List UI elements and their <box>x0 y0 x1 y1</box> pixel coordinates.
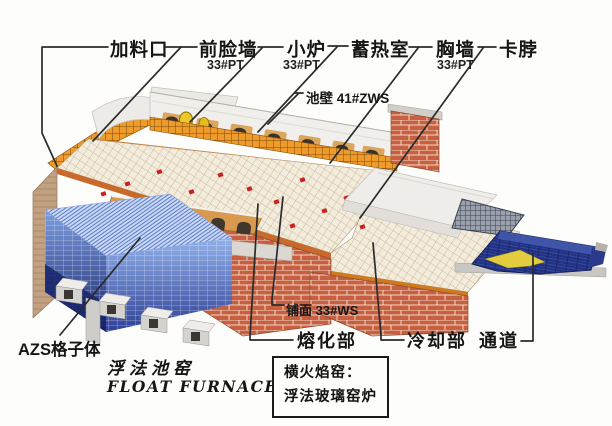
callout-cooling-section: 冷却部 <box>407 331 467 351</box>
callout-melting-section: 熔化部 <box>297 331 357 351</box>
callout-regenerator: 蓄热室 <box>351 39 410 60</box>
note-box: 横火焰窑： 浮法玻璃窑炉 <box>272 356 389 418</box>
caption-english: FLOAT FURNACE <box>107 377 278 396</box>
note-line-1: 横火焰窑： <box>284 365 362 381</box>
crown-and-ports <box>149 91 398 172</box>
note-line-2: 浮法玻璃窑炉 <box>284 388 377 405</box>
callout-paving: 铺面 33#WS <box>286 303 359 318</box>
regenerator-tower <box>387 103 443 173</box>
callout-breast-wall-spec: 33#PT <box>437 58 474 72</box>
callout-front-face-wall-spec: 33#PT <box>207 58 244 72</box>
callout-channel: 通道 <box>479 331 519 351</box>
cooling-canopy <box>341 167 525 239</box>
caption-chinese: 浮法池窑 <box>107 359 195 379</box>
callout-azs-checker: AZS格子体 <box>18 341 101 359</box>
callout-feeding-port: 加料口 <box>110 39 169 60</box>
callout-neck: 卡脖 <box>499 39 539 60</box>
leader-lines <box>41 45 534 342</box>
channel-duct <box>454 230 608 278</box>
callout-breast-wall: 胸墙 <box>436 39 476 60</box>
callout-small-furnace: 小炉 <box>287 39 327 60</box>
cooling-brick-base <box>309 271 469 337</box>
callout-pool-wall: 池壁 41#ZWS <box>306 91 390 106</box>
callout-small-furnace-spec: 33#PT <box>283 58 320 72</box>
callout-front-face-wall: 前脸墙 <box>199 39 258 60</box>
flue-blocks <box>55 277 216 347</box>
